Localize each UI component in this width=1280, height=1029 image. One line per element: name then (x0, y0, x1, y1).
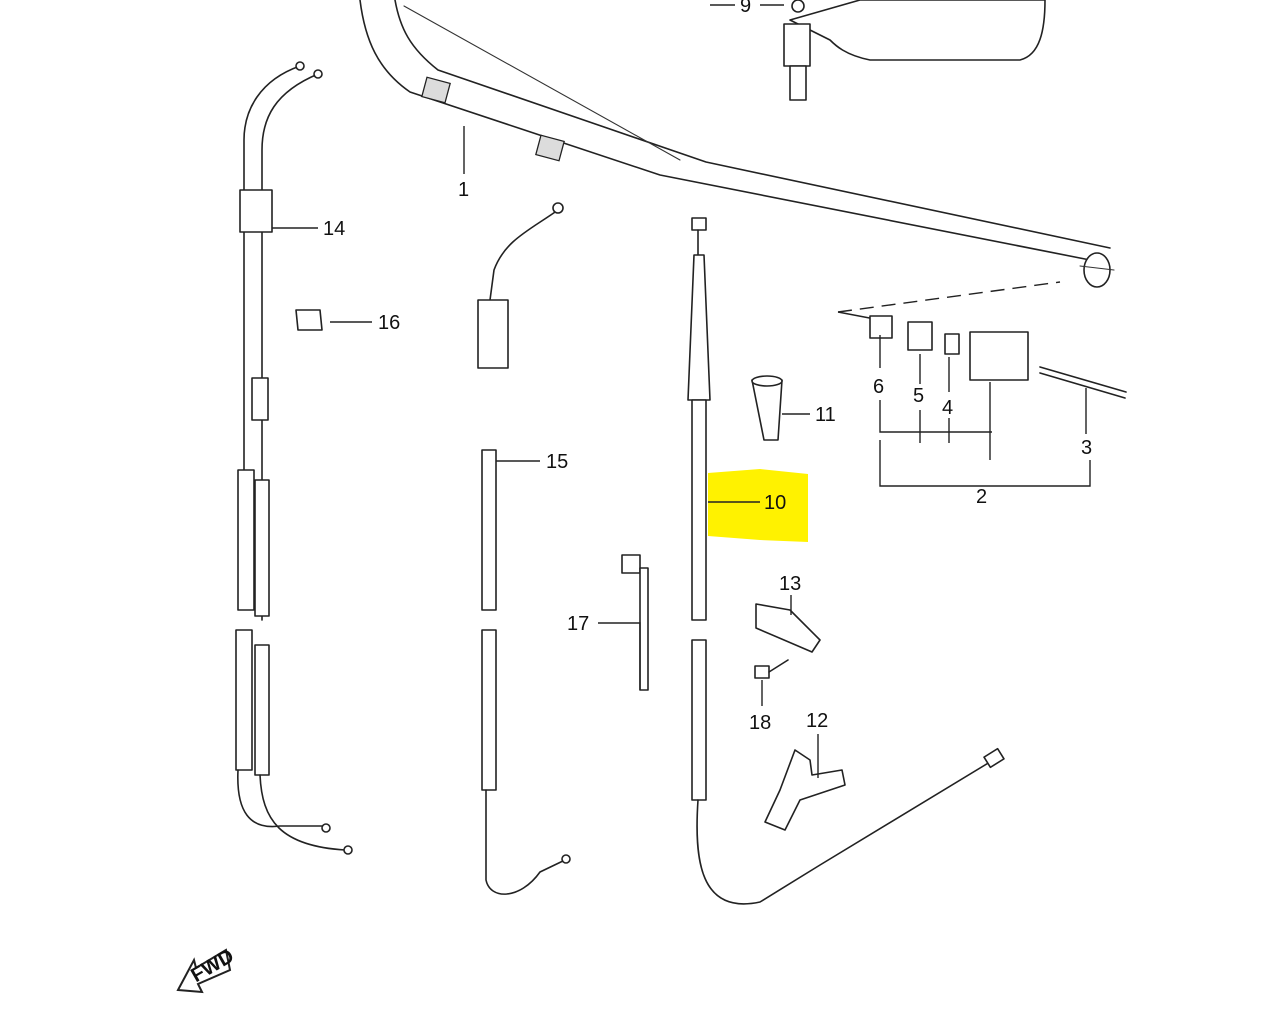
callout-5: 5 (913, 385, 924, 407)
bracket-12 (764, 734, 846, 831)
callout-9: 9 (740, 0, 751, 17)
bracket-16 (295, 309, 372, 331)
callout-14: 14 (323, 218, 345, 240)
callout-12: 12 (806, 710, 828, 732)
callout-15: 15 (546, 451, 568, 473)
clutch-cable-10 (687, 217, 1005, 905)
callout-18: 18 (749, 712, 771, 734)
mirror (710, 0, 1046, 101)
callout-2: 2 (976, 486, 987, 508)
highlight-label-10 (708, 469, 808, 542)
handlebar (359, 0, 1115, 321)
callout-10: 10 (764, 492, 786, 514)
fwd-label: FWD (187, 945, 237, 987)
clip-17 (598, 554, 649, 691)
callout-6: 6 (873, 376, 884, 398)
callout-3: 3 (1081, 437, 1092, 459)
bolt-18 (754, 659, 789, 706)
throttle-cable-14 (235, 61, 353, 855)
callout-11: 11 (815, 404, 836, 426)
cover-11 (751, 375, 810, 441)
fwd-arrow-icon: FWD (176, 945, 238, 994)
callout-4: 4 (942, 397, 953, 419)
callout-16: 16 (378, 312, 400, 334)
bar-end-assembly (869, 315, 1127, 487)
callout-1: 1 (458, 179, 469, 201)
cable-15 (477, 202, 571, 895)
callout-13: 13 (779, 573, 801, 595)
bracket-13 (755, 595, 821, 653)
callout-17: 17 (567, 613, 589, 635)
